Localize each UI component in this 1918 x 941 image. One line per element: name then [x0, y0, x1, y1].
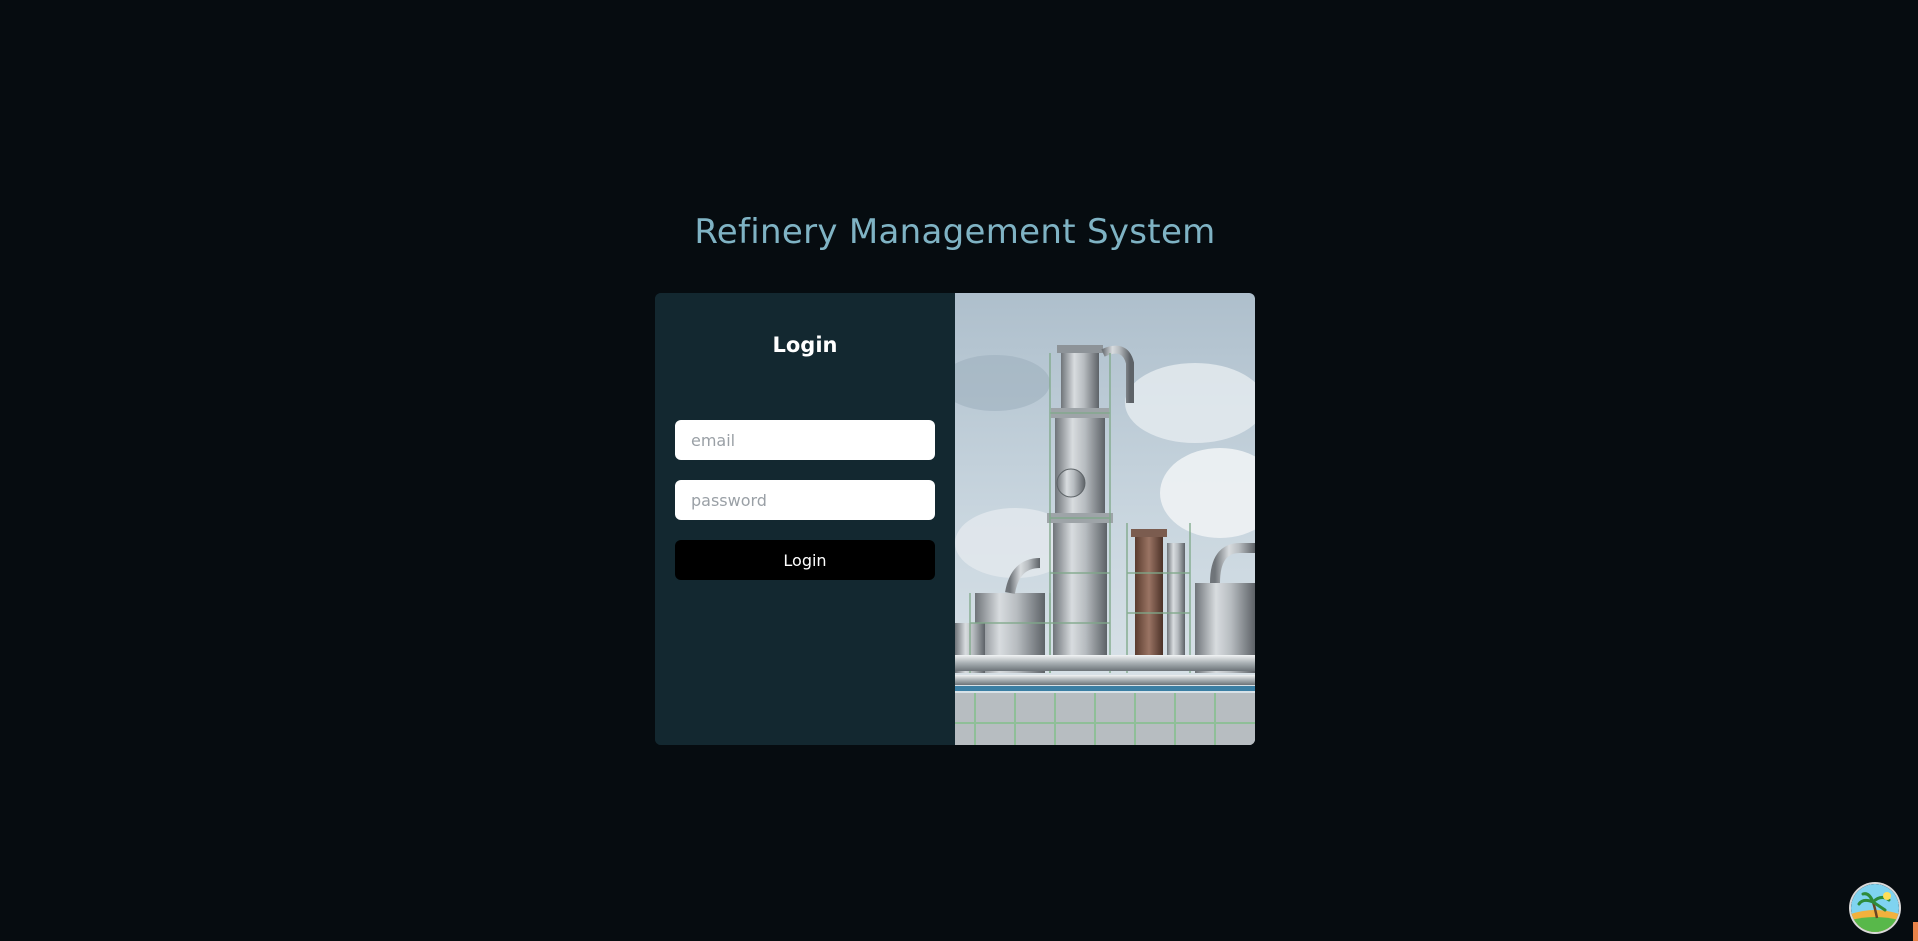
- refinery-illustration: [955, 293, 1255, 745]
- palm-tree-icon[interactable]: [1851, 884, 1899, 932]
- login-card: Login Login: [655, 293, 1255, 745]
- page-title: Refinery Management System: [694, 212, 1216, 252]
- refinery-photo: [955, 293, 1255, 745]
- login-form-panel: Login Login: [655, 293, 955, 745]
- password-input[interactable]: [675, 480, 935, 520]
- login-heading: Login: [772, 333, 838, 357]
- login-button[interactable]: Login: [675, 540, 935, 580]
- badge-illustration: [1851, 884, 1899, 932]
- email-input[interactable]: [675, 420, 935, 460]
- scrollbar-corner: [1913, 922, 1918, 941]
